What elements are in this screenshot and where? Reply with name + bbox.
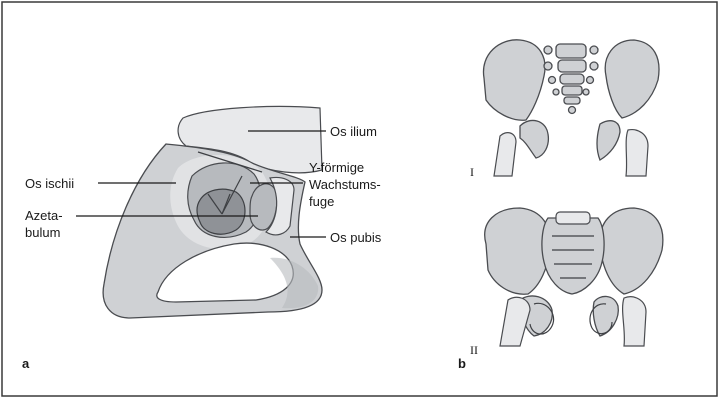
sacral-nucleus-5	[549, 77, 556, 84]
stage-label-one: I	[470, 165, 474, 179]
label-azeta-line1: Azeta-	[25, 208, 63, 223]
sacral-promontory	[556, 212, 590, 224]
panel-label-a: a	[22, 356, 30, 371]
stage-label-two: II	[470, 343, 478, 357]
label-y-line3: fuge	[309, 194, 334, 209]
label-y-line1: Y-förmige	[309, 160, 364, 175]
sacrum-block-2	[558, 60, 586, 72]
label-azeta-line2: bulum	[25, 225, 60, 240]
right-femur-two	[623, 297, 646, 346]
sacral-nucleus-2	[590, 46, 598, 54]
sacral-nucleus-8	[583, 89, 589, 95]
label-os-ilium: Os ilium	[330, 124, 377, 139]
sacrum-block-3	[560, 74, 584, 84]
sacrum-block-5	[564, 97, 580, 104]
panel-label-b: b	[458, 356, 466, 371]
sacral-nucleus-1	[544, 46, 552, 54]
sacral-nucleus-3	[544, 62, 552, 70]
sacrum-block-4	[562, 86, 582, 95]
sacral-nucleus-6	[587, 77, 594, 84]
label-y-line2: Wachstums-	[309, 177, 381, 192]
coccyx-nucleus	[569, 107, 576, 114]
right-femur-one	[626, 130, 648, 176]
sacral-nucleus-4	[590, 62, 598, 70]
label-os-ischii: Os ischii	[25, 176, 74, 191]
sacral-nucleus-7	[553, 89, 559, 95]
sacrum-block-1	[556, 44, 586, 58]
left-iliac-wing-two	[485, 208, 551, 294]
label-os-pubis: Os pubis	[330, 230, 382, 245]
